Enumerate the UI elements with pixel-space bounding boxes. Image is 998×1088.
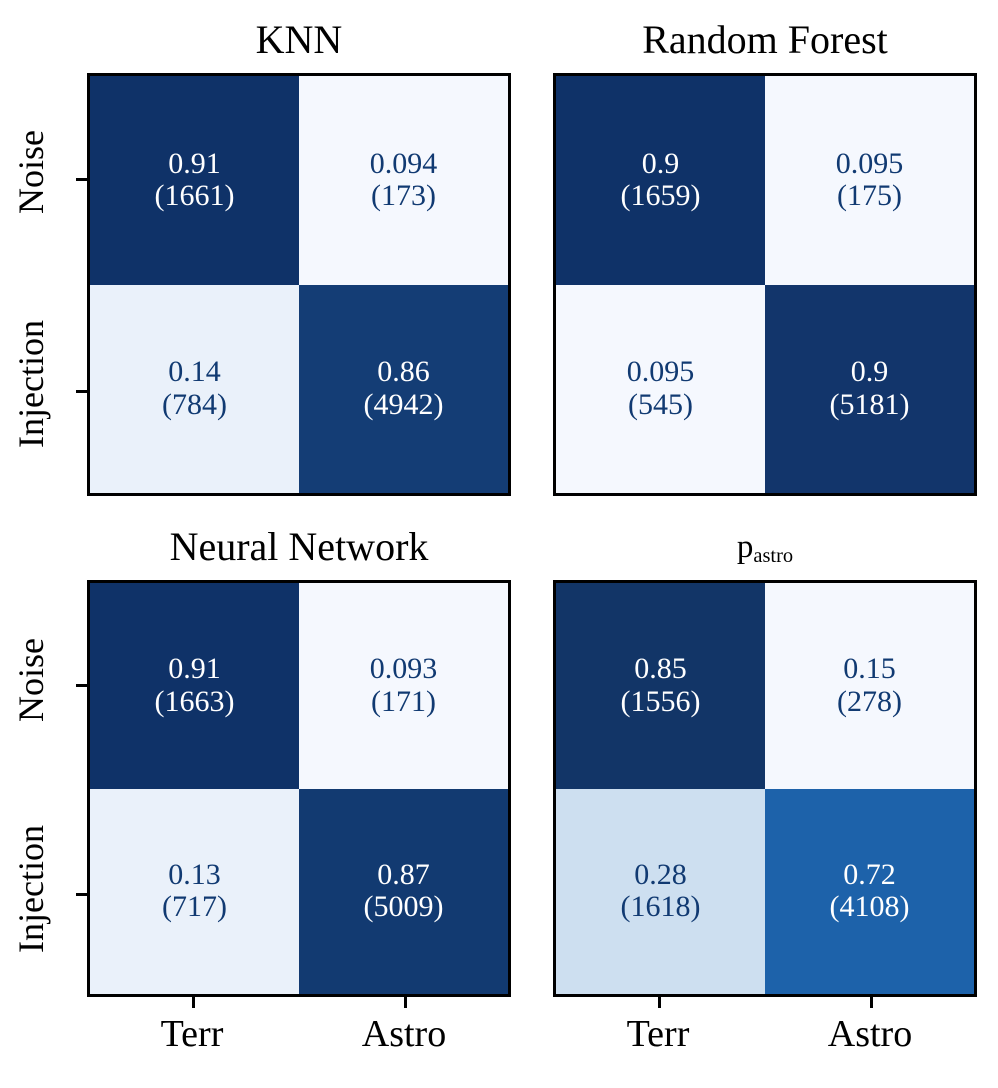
panel-title-knn: KNN <box>255 17 343 62</box>
cell-fraction: 0.9 <box>850 355 889 389</box>
ylabel-noise-bottom: Noise <box>11 638 51 722</box>
cell-fraction: 0.87 <box>377 857 430 891</box>
cell-knn-injection-astro: 0.86 (4942) <box>299 284 508 493</box>
panel-p-astro: pastro 0.85 (1556) 0.15 (278) 0.28 (1618… <box>553 527 977 1008</box>
xtick-astro <box>870 997 873 1008</box>
cell-fraction: 0.095 <box>835 146 904 180</box>
cell-fraction: 0.91 <box>168 652 221 686</box>
cell-count: (1618) <box>620 890 701 924</box>
cell-count: (171) <box>371 684 436 718</box>
cell-fraction: 0.094 <box>369 146 438 180</box>
matrix-random-forest: 0.9 (1659) 0.095 (175) 0.095 (545) 0.9 (… <box>553 73 977 496</box>
xtick-terr <box>192 997 195 1008</box>
panel-knn: KNN 0.91 (1661) 0.094 (173) 0.14 (784) 0… <box>76 17 511 496</box>
cell-knn-noise-terr: 0.91 (1661) <box>90 76 299 285</box>
cell-fraction: 0.13 <box>168 857 221 891</box>
cell-nn-noise-astro: 0.093 (171) <box>299 583 508 789</box>
cell-nn-injection-astro: 0.87 (5009) <box>299 788 508 994</box>
cell-rf-injection-astro: 0.9 (5181) <box>765 284 974 493</box>
cell-fraction: 0.72 <box>843 857 896 891</box>
cell-count: (1556) <box>620 684 701 718</box>
ytick-noise <box>76 684 87 687</box>
cell-count: (5181) <box>829 387 910 421</box>
panel-neural-network: Neural Network 0.91 (1663) 0.093 (171) 0… <box>76 524 511 1008</box>
xlabel-terr-left: Terr <box>160 1013 224 1055</box>
cell-fraction: 0.85 <box>634 652 687 686</box>
cell-fraction: 0.28 <box>634 857 687 891</box>
xtick-terr <box>658 997 661 1008</box>
cell-rf-noise-astro: 0.095 (175) <box>765 76 974 285</box>
cell-count: (4108) <box>829 890 910 924</box>
cell-count: (173) <box>371 179 436 213</box>
cell-knn-injection-terr: 0.14 (784) <box>90 284 299 493</box>
cell-fraction: 0.9 <box>641 146 680 180</box>
xlabel-astro-left: Astro <box>361 1013 447 1055</box>
cell-fraction: 0.14 <box>168 355 221 389</box>
matrix-p-astro: 0.85 (1556) 0.15 (278) 0.28 (1618) 0.72 … <box>553 580 977 997</box>
ytick-noise <box>76 178 87 181</box>
cell-fraction: 0.91 <box>168 146 221 180</box>
ylabel-injection-bottom: Injection <box>11 825 51 953</box>
panel-title-p-astro: pastro <box>553 529 977 568</box>
xtick-astro <box>404 997 407 1008</box>
cell-count: (1661) <box>154 179 235 213</box>
cell-fraction: 0.15 <box>843 652 896 686</box>
cell-count: (545) <box>628 387 693 421</box>
cell-count: (1659) <box>620 179 701 213</box>
panel-random-forest: Random Forest 0.9 (1659) 0.095 (175) 0.0… <box>553 20 977 496</box>
cell-pastro-injection-terr: 0.28 (1618) <box>556 788 765 994</box>
cell-count: (175) <box>837 179 902 213</box>
cell-count: (784) <box>162 387 227 421</box>
cell-rf-injection-terr: 0.095 (545) <box>556 284 765 493</box>
cell-nn-noise-terr: 0.91 (1663) <box>90 583 299 789</box>
matrix-neural-network: 0.91 (1663) 0.093 (171) 0.13 (717) 0.87 … <box>87 580 511 997</box>
cell-nn-injection-terr: 0.13 (717) <box>90 788 299 994</box>
cell-knn-noise-astro: 0.094 (173) <box>299 76 508 285</box>
ylabel-noise-top: Noise <box>11 130 51 214</box>
cell-fraction: 0.093 <box>369 652 438 686</box>
panel-title-random-forest: Random Forest <box>642 17 888 62</box>
cell-fraction: 0.095 <box>626 355 695 389</box>
ytick-injection <box>76 893 87 896</box>
cell-pastro-injection-astro: 0.72 (4108) <box>765 788 974 994</box>
cell-count: (1663) <box>154 684 235 718</box>
panel-title-neural-network: Neural Network <box>169 524 429 569</box>
cell-pastro-noise-terr: 0.85 (1556) <box>556 583 765 789</box>
cell-count: (4942) <box>363 387 444 421</box>
xlabel-astro-right: Astro <box>827 1013 913 1055</box>
cell-pastro-noise-astro: 0.15 (278) <box>765 583 974 789</box>
cell-count: (5009) <box>363 890 444 924</box>
cell-fraction: 0.86 <box>377 355 430 389</box>
ylabel-injection-top: Injection <box>11 320 51 448</box>
xlabel-terr-right: Terr <box>626 1013 690 1055</box>
ytick-injection <box>76 390 87 393</box>
cell-count: (278) <box>837 684 902 718</box>
cell-rf-noise-terr: 0.9 (1659) <box>556 76 765 285</box>
panel-title-p-astro-subscript: astro <box>753 545 794 568</box>
cell-count: (717) <box>162 890 227 924</box>
matrix-knn: 0.91 (1661) 0.094 (173) 0.14 (784) 0.86 … <box>87 73 511 496</box>
panel-title-p-astro-main: p <box>736 529 754 565</box>
